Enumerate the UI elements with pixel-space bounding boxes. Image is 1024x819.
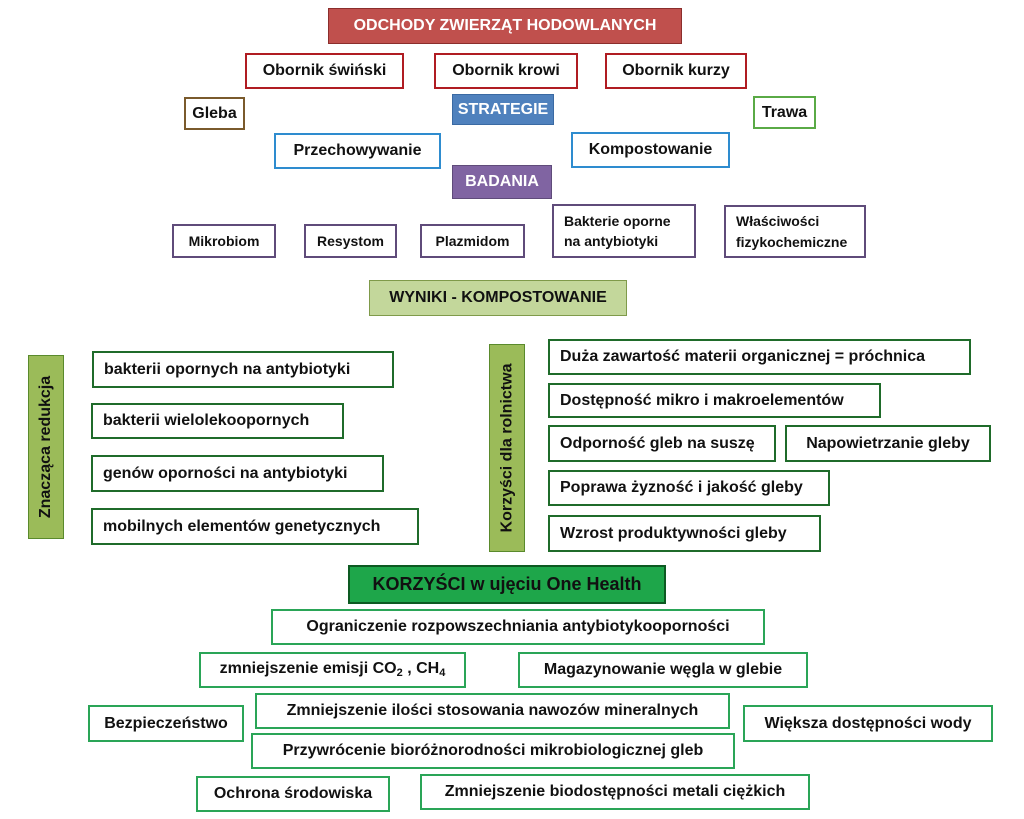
oh-heavy-metals: Zmniejszenie biodostępności metali ciężk… [420, 774, 810, 810]
oh-biodiversity: Przywrócenie bioróżnorodności mikrobiolo… [251, 733, 735, 769]
one-health-title-box: KORZYŚCI w ujęciu One Health [348, 565, 666, 604]
oh-safety: Bezpieczeństwo [88, 705, 244, 742]
agri-drought-resistance: Odporność gleb na suszę [548, 425, 776, 462]
oh-limit-resistance: Ograniczenie rozpowszechniania antybioty… [271, 609, 765, 645]
agri-aeration: Napowietrzanie gleby [785, 425, 991, 462]
research-resistome: Resystom [304, 224, 397, 258]
agri-productivity: Wzrost produktywności gleby [548, 515, 821, 552]
main-title-box: ODCHODY ZWIERZĄT HODOWLANYCH [328, 8, 682, 44]
soil-box: Gleba [184, 97, 245, 130]
research-label-box: BADANIA [452, 165, 552, 199]
waste-cow-manure: Obornik krowi [434, 53, 578, 89]
oh-carbon-storage: Magazynowanie węgla w glebie [518, 652, 808, 688]
oh-water: Większa dostępności wody [743, 705, 993, 742]
strategy-storage: Przechowywanie [274, 133, 441, 169]
oh-emissions: zmniejszenie emisji CO2 , CH4 [199, 652, 466, 688]
oh-environment: Ochrona środowiska [196, 776, 390, 812]
reduction-mobile-elements: mobilnych elementów genetycznych [91, 508, 419, 545]
research-plasmidome: Plazmidom [420, 224, 525, 258]
reduction-resistance-genes: genów oporności na antybiotyki [91, 455, 384, 492]
strategy-composting: Kompostowanie [571, 132, 730, 168]
agriculture-label-box: Korzyści dla rolnictwa [489, 344, 525, 552]
strategies-label-box: STRATEGIE [452, 94, 554, 125]
reduction-multidrug-bacteria: bakterii wielolekoopornych [91, 403, 344, 439]
oh-fertilizers: Zmniejszenie ilości stosowania nawozów m… [255, 693, 730, 729]
waste-chicken-manure: Obornik kurzy [605, 53, 747, 89]
research-resistant-bacteria: Bakterie oporne na antybiotyki [552, 204, 696, 258]
grass-box: Trawa [753, 96, 816, 129]
results-title-box: WYNIKI - KOMPOSTOWANIE [369, 280, 627, 316]
research-physicochemical: Właściwości fizykochemiczne [724, 205, 866, 258]
agri-fertility: Poprawa żyzność i jakość gleby [548, 470, 830, 506]
reduction-resistant-bacteria: bakterii opornych na antybiotyki [92, 351, 394, 388]
agri-nutrients: Dostępność mikro i makroelementów [548, 383, 881, 418]
waste-pig-manure: Obornik świński [245, 53, 404, 89]
reduction-label-box: Znacząca redukcja [28, 355, 64, 539]
research-microbiome: Mikrobiom [172, 224, 276, 258]
oh-emissions-text: zmniejszenie emisji CO2 , CH4 [219, 660, 446, 680]
main-title: ODCHODY ZWIERZĄT HODOWLANYCH [353, 17, 657, 35]
agri-organic-matter: Duża zawartość materii organicznej = pró… [548, 339, 971, 375]
